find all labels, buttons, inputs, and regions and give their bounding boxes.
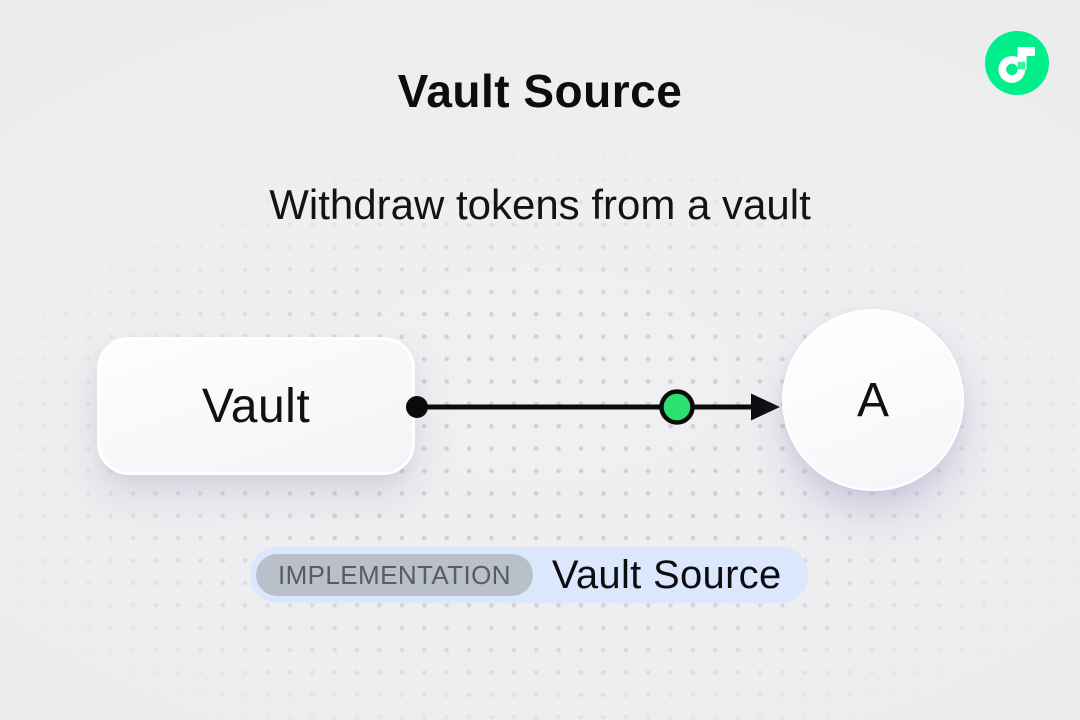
page-subtitle: Withdraw tokens from a vault bbox=[269, 181, 811, 228]
flow-logo-icon bbox=[985, 31, 1049, 95]
connector-arrow bbox=[406, 389, 780, 425]
vault-node: Vault bbox=[97, 337, 415, 475]
implementation-tag: IMPLEMENTATION bbox=[256, 554, 533, 596]
token-dot bbox=[659, 389, 695, 425]
account-node: A bbox=[782, 309, 964, 491]
arrowhead-icon bbox=[751, 393, 780, 421]
account-node-label: A bbox=[856, 373, 889, 427]
implementation-badge: IMPLEMENTATION Vault Source bbox=[250, 547, 808, 603]
page-title: Vault Source bbox=[397, 65, 683, 117]
implementation-label: Vault Source bbox=[551, 552, 782, 597]
vault-node-label: Vault bbox=[201, 379, 311, 433]
connector-start-dot bbox=[406, 396, 428, 418]
